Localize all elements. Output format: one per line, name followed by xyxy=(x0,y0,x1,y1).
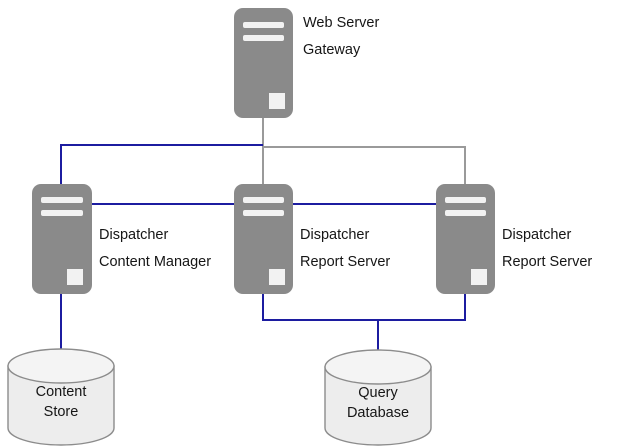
server-vent-bar-bottom xyxy=(243,35,284,41)
node-dispatcher-report-server-2[interactable] xyxy=(436,184,495,294)
edge-bus-to-content-manager xyxy=(60,144,263,190)
edge-report-servers-join xyxy=(262,291,466,321)
server-vent-bar-bottom xyxy=(243,210,284,216)
server-drive-bay xyxy=(471,269,487,285)
server-vent-bar-top xyxy=(243,197,284,203)
connector-layer xyxy=(60,118,466,357)
server-drive-bay xyxy=(67,269,83,285)
server-vent-bar-bottom xyxy=(445,210,486,216)
node-dispatcher-report-server-1[interactable] xyxy=(234,184,293,294)
cylinder-top-ellipse xyxy=(324,349,432,385)
node-web-server-gateway[interactable] xyxy=(234,8,293,118)
server-vent-bar-top xyxy=(41,197,83,203)
server-vent-bar-bottom xyxy=(41,210,83,216)
node-query-database[interactable] xyxy=(324,349,432,446)
server-vent-bar-top xyxy=(243,22,284,28)
server-drive-bay xyxy=(269,93,285,109)
server-drive-bay xyxy=(269,269,285,285)
edge-gateway-to-report-server-2 xyxy=(262,118,466,196)
cylinder-body xyxy=(324,366,432,446)
cylinder-body xyxy=(7,365,115,446)
cylinder-top-ellipse xyxy=(7,348,115,384)
node-content-store[interactable] xyxy=(7,348,115,446)
server-vent-bar-top xyxy=(445,197,486,203)
node-dispatcher-content-manager[interactable] xyxy=(32,184,92,294)
